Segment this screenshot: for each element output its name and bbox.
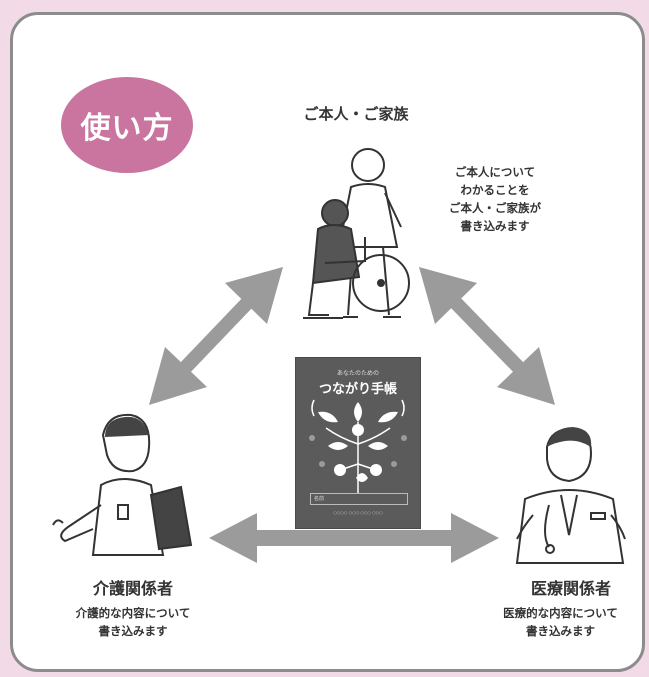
notebook-name-label: 名前 <box>314 496 325 502</box>
medical-title: 医療関係者 <box>530 579 611 598</box>
family-desc-line: 書き込みます <box>460 219 530 233</box>
care-desc-line: 書き込みます <box>98 624 168 638</box>
care-worker-illustration <box>52 413 193 556</box>
arrows <box>149 267 555 563</box>
medical-desc-line: 書き込みます <box>526 624 595 638</box>
notebook-title: つながり手帳 <box>318 382 397 397</box>
medical-description: 医療的な内容について 書き込みます <box>473 604 642 640</box>
family-title: ご本人・ご家族 <box>303 105 409 123</box>
family-desc-line: ご本人・ご家族が <box>449 201 541 215</box>
usage-badge: 使い方 <box>61 77 193 173</box>
family-desc-line: ご本人について <box>454 165 536 179</box>
usage-badge-label: 使い方 <box>80 111 174 146</box>
arrow-care-medical <box>209 513 499 563</box>
notebook-publisher: ○○○○ ○○○ ○○○ ○○○ <box>333 510 383 515</box>
wheelchair-family-illustration <box>303 148 410 319</box>
care-desc-line: 介護的な内容について <box>75 606 191 620</box>
notebook-floral-pattern <box>309 399 407 494</box>
notebook-name-field: 名前 <box>310 493 408 505</box>
medical-desc-line: 医療的な内容について <box>503 606 618 620</box>
family-desc-line: わかることを <box>460 183 530 197</box>
usage-card: 使い方 <box>10 12 645 672</box>
care-description: 介護的な内容について 書き込みます <box>23 604 243 640</box>
notebook-subtitle: あなたのための <box>336 370 379 377</box>
arrow-family-medical <box>419 267 555 405</box>
diagram-graphics <box>52 148 626 564</box>
arrow-family-care <box>149 267 283 405</box>
doctor-illustration <box>515 427 626 564</box>
notebook-illustration: あなたのための つながり手帳 <box>295 357 421 529</box>
care-title: 介護関係者 <box>92 579 173 598</box>
family-description: ご本人について わかることを ご本人・ご家族が 書き込みます <box>405 163 585 235</box>
